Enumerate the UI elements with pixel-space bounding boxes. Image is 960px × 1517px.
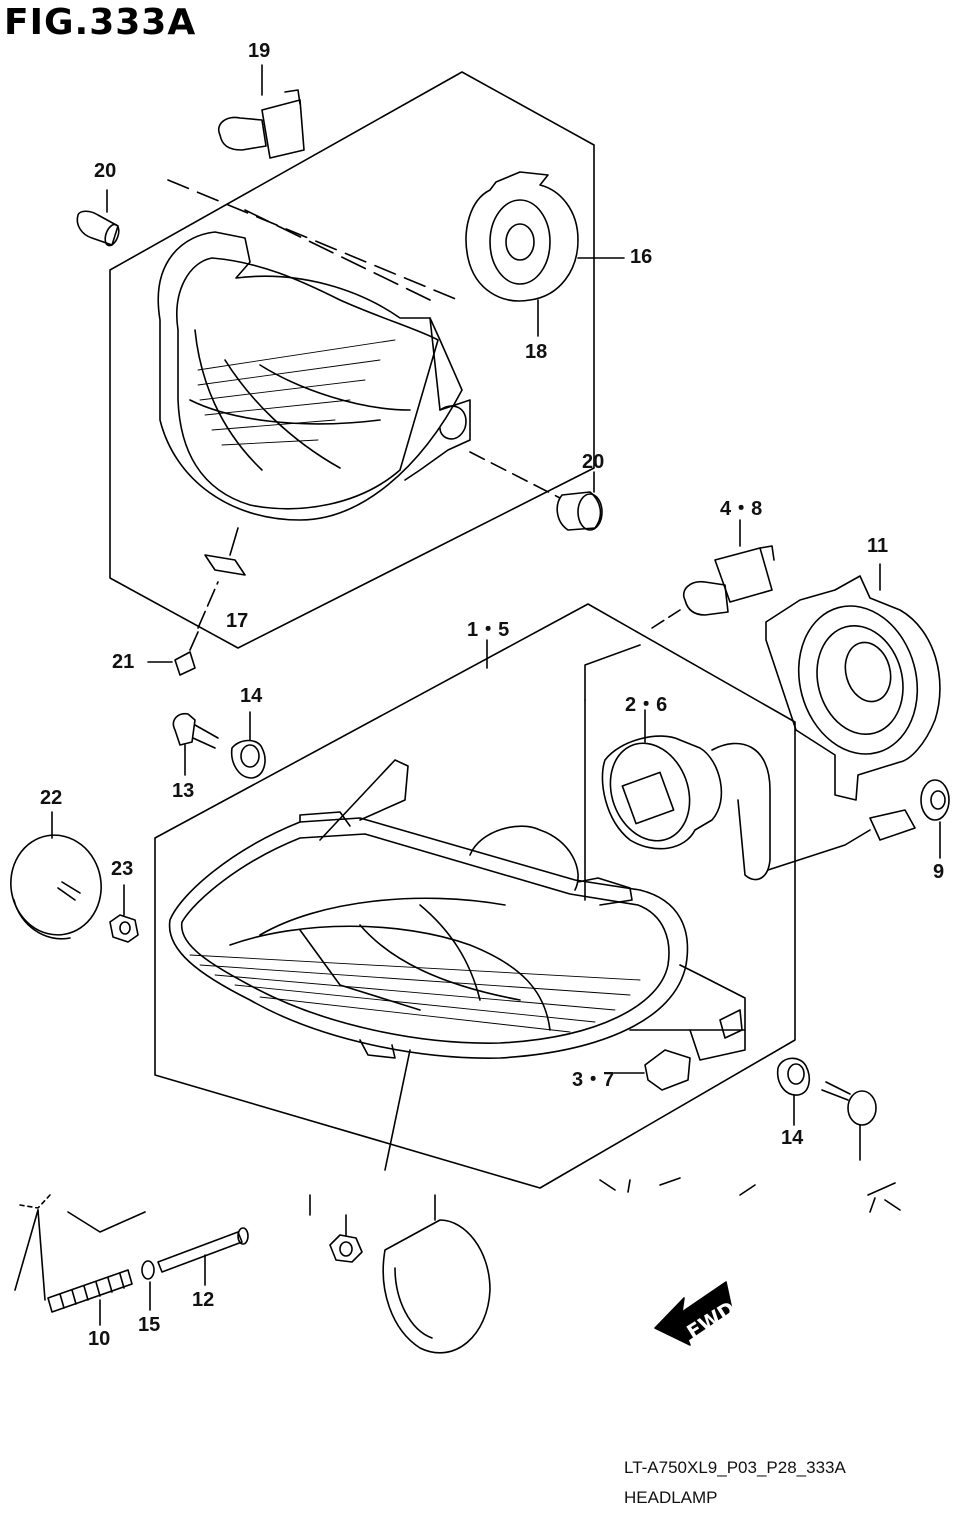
grommet-20-lower-shape — [470, 452, 602, 530]
upper-frame-leader-lines — [168, 180, 458, 300]
grommet-14-screw-13-lower-shapes — [778, 1058, 876, 1160]
clip-3-7-shape — [614, 1050, 690, 1090]
grommet-20-upper-shape — [77, 190, 121, 247]
callout-3-7: 3・7 — [572, 1069, 615, 1091]
cap-22-nut-23-shapes — [3, 812, 138, 942]
callout-23: 23 — [111, 858, 134, 880]
lower-lamp-housing — [170, 760, 745, 1060]
socket-cover-16-shape — [466, 172, 624, 336]
callout-2-6: 2・6 — [625, 694, 668, 716]
screw-21-shape — [148, 582, 218, 675]
grommet-9-shape — [870, 780, 949, 858]
callout-16: 16 — [630, 246, 653, 268]
callout-21: 21 — [112, 651, 135, 673]
bulb-19-shape — [219, 65, 304, 158]
socket-2-6-shape — [597, 710, 870, 880]
callout-9: 9 — [933, 861, 945, 883]
figure-code: LT-A750XL9_P03_P28_333A — [624, 1458, 846, 1477]
figure-name: HEADLAMP — [624, 1488, 718, 1507]
callout-10: 10 — [88, 1328, 111, 1350]
callout-14-upper: 14 — [240, 685, 263, 707]
callout-22: 22 — [40, 787, 63, 809]
figure-title: FIG.333A — [4, 2, 197, 43]
callout-20-upper: 20 — [94, 160, 117, 182]
callout-13-upper: 13 — [172, 780, 195, 802]
callout-11: 11 — [867, 535, 889, 557]
callout-20-lower: 20 — [582, 451, 605, 473]
callout-4-8: 4・8 — [720, 498, 763, 520]
socket-cover-11-shape — [766, 564, 940, 800]
callout-15: 15 — [138, 1314, 161, 1336]
callout-18: 18 — [525, 341, 548, 363]
upper-lamp-housing — [158, 232, 470, 575]
forward-arrow-icon: FWD — [655, 1282, 739, 1345]
callout-19: 19 — [248, 40, 271, 62]
callout-17: 17 — [226, 610, 249, 632]
callout-1-5: 1・5 — [467, 619, 510, 641]
socket-subframe — [585, 645, 640, 700]
lower-hardware-group — [15, 1050, 900, 1353]
bulb-4-8-shape — [652, 520, 774, 628]
lower-assembly-frame — [155, 604, 795, 1188]
upper-assembly-frame — [110, 72, 594, 648]
callout-12: 12 — [192, 1289, 215, 1311]
screw-13-grommet-14-upper-shapes — [173, 712, 264, 778]
callout-14-lower: 14 — [781, 1127, 804, 1149]
